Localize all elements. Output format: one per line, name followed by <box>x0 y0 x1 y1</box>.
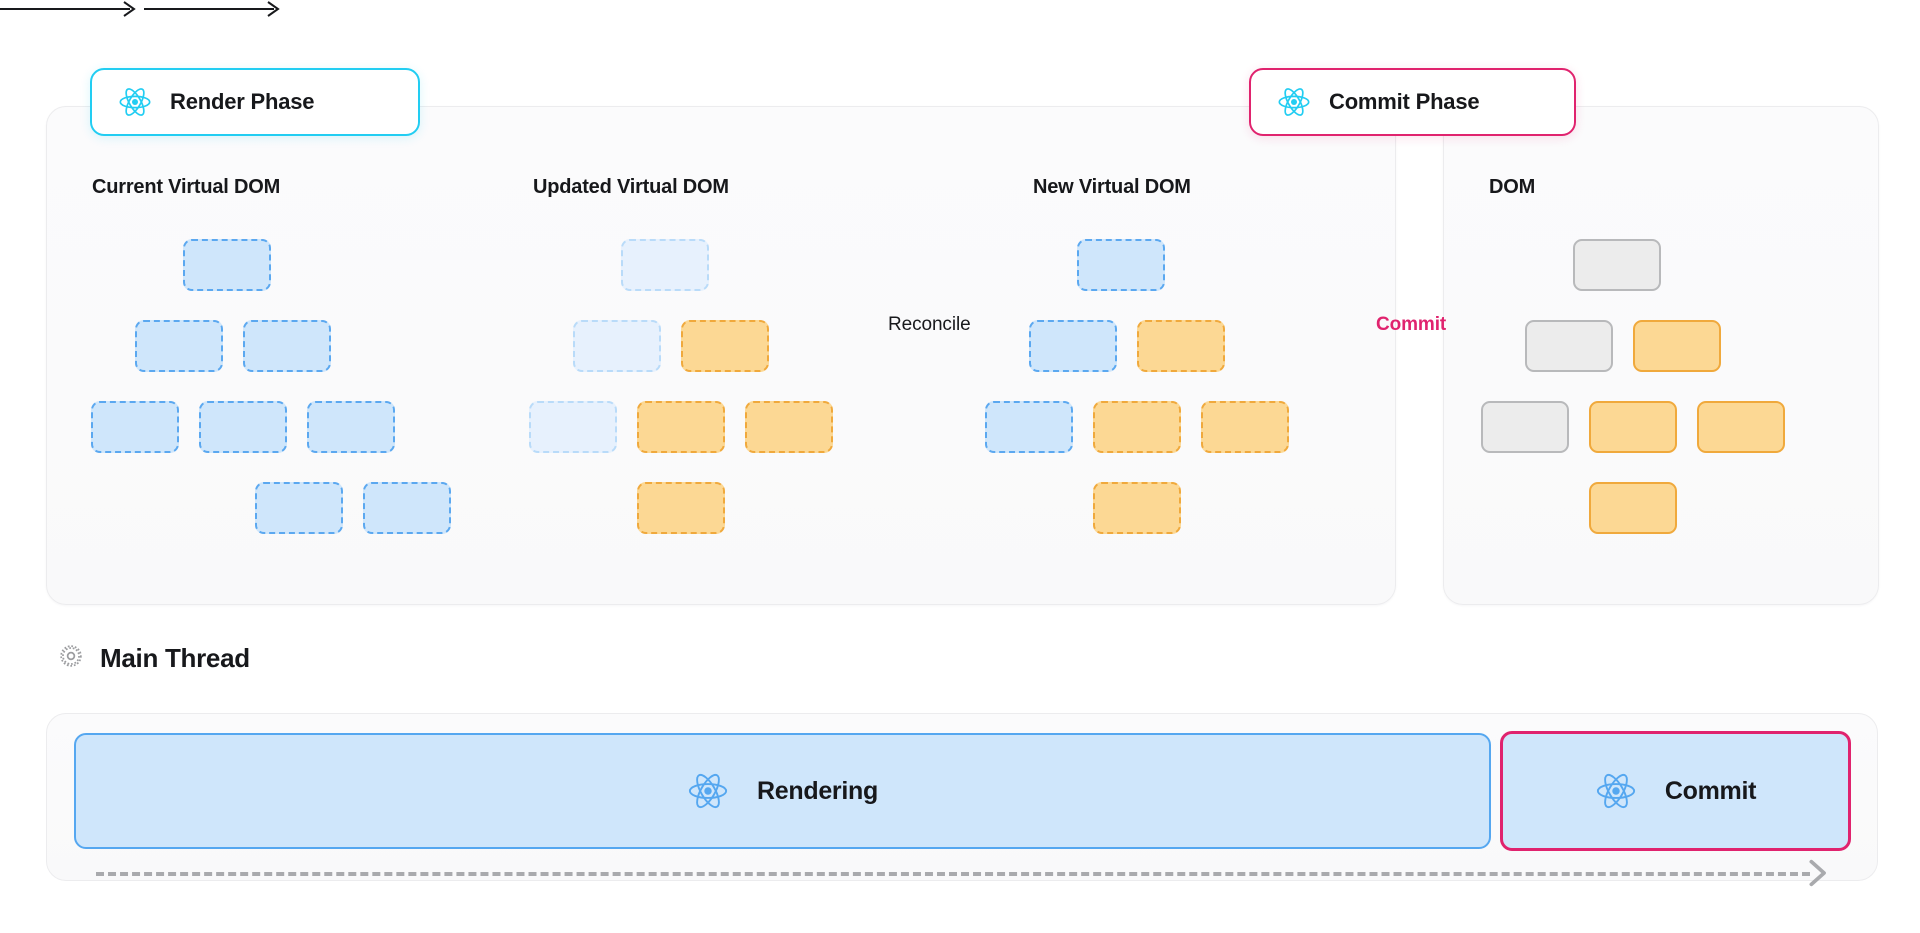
reconcile-arrow-label: Reconcile <box>888 314 971 335</box>
tree-node <box>1633 320 1721 372</box>
tree-node <box>1573 239 1661 291</box>
tree-node <box>183 239 271 291</box>
tree-node <box>135 320 223 372</box>
tree-node <box>681 320 769 372</box>
react-atom-icon <box>687 770 729 812</box>
main-thread-label: Main Thread <box>100 643 250 673</box>
column-title-updated-virtual-dom: Updated Virtual DOM <box>533 176 729 198</box>
tree-node <box>985 401 1073 453</box>
react-atom-icon <box>1277 85 1311 119</box>
tree-node <box>1137 320 1225 372</box>
thread-bar-rendering-label: Rendering <box>757 776 878 805</box>
render-phase-badge-label: Render Phase <box>170 89 315 114</box>
column-title-dom: DOM <box>1489 176 1536 198</box>
thread-bar-commit-label: Commit <box>1664 776 1757 805</box>
thread-bar-rendering[interactable]: Rendering <box>74 733 1491 849</box>
gear-icon <box>58 643 84 674</box>
tree-node <box>199 401 287 453</box>
tree-node <box>745 401 833 453</box>
commit-arrow-label: Commit <box>1376 314 1447 335</box>
commit-phase-badge[interactable]: Commit Phase <box>1249 68 1576 136</box>
column-title-current-virtual-dom: Current Virtual DOM <box>92 176 281 198</box>
commit-arrow-icon <box>144 1 281 17</box>
tree-node <box>529 401 617 453</box>
chevron-right-icon <box>1809 859 1826 887</box>
main-thread-header: Main Thread <box>58 643 250 674</box>
tree-node <box>1093 482 1181 534</box>
tree-node <box>1201 401 1289 453</box>
tree-node <box>637 482 725 534</box>
tree-node <box>637 401 725 453</box>
tree-node <box>1481 401 1569 453</box>
render-phase-badge[interactable]: Render Phase <box>90 68 420 136</box>
tree-node <box>363 482 451 534</box>
thread-bar-commit[interactable]: Commit <box>1500 731 1851 851</box>
tree-node <box>1077 239 1165 291</box>
tree-node <box>1093 401 1181 453</box>
tree-node <box>243 320 331 372</box>
commit-phase-badge-label: Commit Phase <box>1329 89 1480 114</box>
tree-node <box>307 401 395 453</box>
react-atom-icon <box>118 85 152 119</box>
tree-node <box>573 320 661 372</box>
column-title-new-virtual-dom: New Virtual DOM <box>1033 176 1191 198</box>
reconcile-arrow-icon <box>0 1 136 17</box>
react-atom-icon <box>1595 770 1637 812</box>
tree-node <box>1525 320 1613 372</box>
tree-node <box>91 401 179 453</box>
timeline-dashed-line <box>96 872 1810 876</box>
tree-node <box>1697 401 1785 453</box>
tree-node <box>1589 401 1677 453</box>
tree-node <box>1029 320 1117 372</box>
tree-node <box>1589 482 1677 534</box>
tree-node <box>255 482 343 534</box>
tree-node <box>621 239 709 291</box>
